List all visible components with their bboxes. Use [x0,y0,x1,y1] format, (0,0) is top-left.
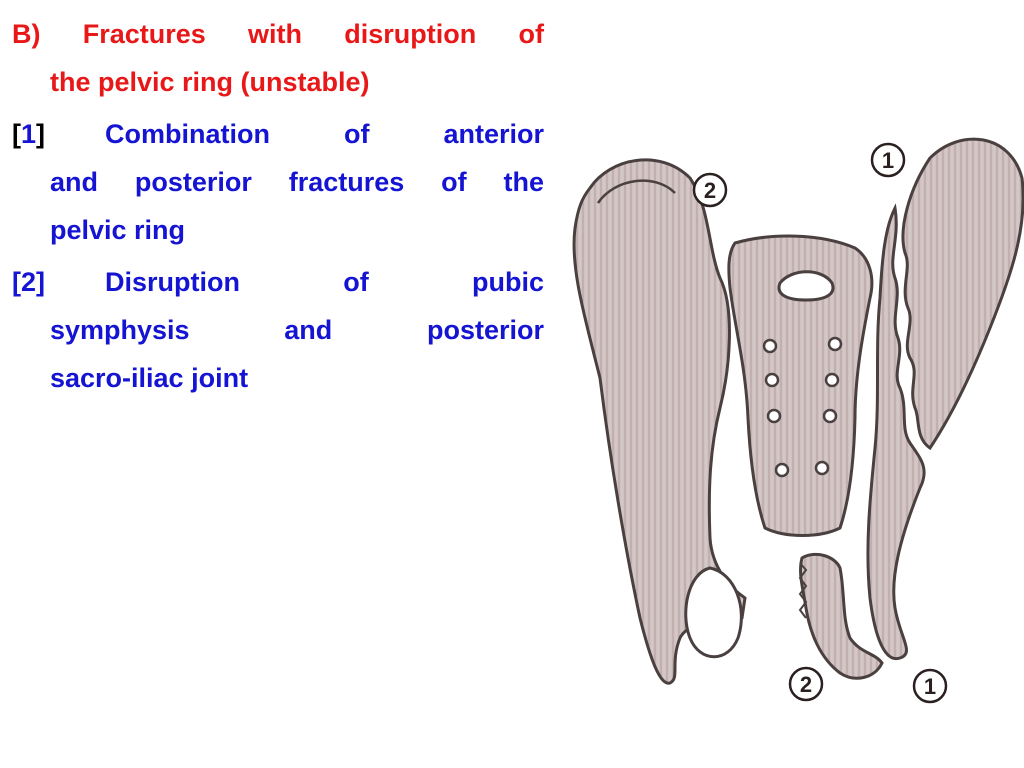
pelvis-diagram-svg: 1 2 2 1 [572,137,1024,704]
item-1-line-1: [1] Combination of anterior [12,110,544,158]
item-2: [2] Disruption of pubic symphysis and pos… [12,258,544,402]
sacral-foramina [762,336,843,478]
item-1-open-bracket: [ [12,119,21,149]
item-1-line-3: pelvic ring [50,215,186,245]
item-1-number: 1 [21,119,37,149]
item-1-title: Combination of anterior [105,119,544,149]
pubic-fragment [799,552,884,680]
sacral-canal [777,270,835,302]
fracture-label-1-bottom: 1 [912,668,948,704]
left-ilium-rim [596,179,676,204]
item-1-close-bracket: ] [36,119,46,149]
svg-text:1: 1 [882,148,894,173]
right-ilium-fragment [901,137,1024,451]
heading-fractures-unstable: B) Fractures with disruption of the pelv… [12,10,544,106]
fracture-label-1-top: 1 [870,142,906,178]
svg-text:2: 2 [704,178,716,203]
svg-text:1: 1 [924,674,936,699]
fracture-label-2-top: 2 [692,172,728,208]
heading-line-1: B) Fractures with disruption of [12,19,544,49]
item-2-line-2: symphysis and posterior [50,315,544,345]
item-2-line-1: [2] Disruption of pubic [12,258,544,306]
right-hemipelvis-bone [866,203,926,661]
left-obturator-foramen [684,566,743,659]
pelvic-ring-fracture-illustration: 1 2 2 1 [570,118,1024,714]
svg-text:2: 2 [800,672,812,697]
item-2-marker: [2] [12,267,45,297]
item-2-title: Disruption of pubic [105,267,544,297]
pubic-fracture-edge-left [798,562,808,619]
slide-text: B) Fractures with disruption of the pelv… [12,10,544,406]
sacrum-bone [727,234,874,537]
heading-line-2: the pelvic ring (unstable) [50,67,370,97]
fracture-label-2-bottom: 2 [788,666,824,702]
item-1: [1] Combination of anterior and posterior… [12,110,544,254]
item-2-line-3: sacro-iliac joint [50,363,249,393]
item-1-line-2: and posterior fractures of the [50,167,544,197]
